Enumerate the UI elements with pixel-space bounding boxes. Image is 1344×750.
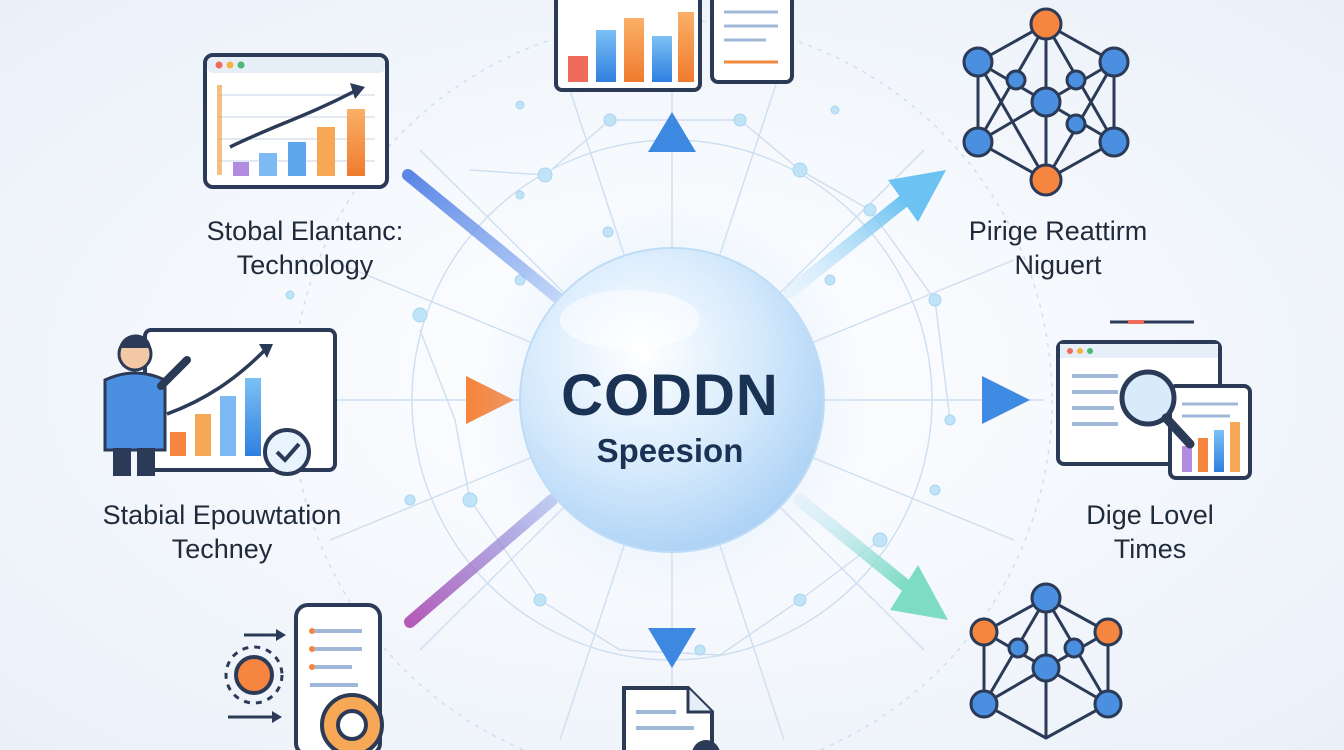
- node-label-mid-left: Stabial Epouwtation Techney: [80, 498, 364, 566]
- node-label-line: Stobal Elantanc:: [206, 216, 404, 246]
- node-label-line: Stabial Epouwtation: [102, 500, 342, 530]
- hub-title: CODDN: [561, 363, 779, 428]
- node-label-line: Dige Lovel: [1086, 500, 1214, 530]
- hub-subtitle: Speesion: [596, 432, 744, 469]
- presenter-chart-icon: [103, 328, 337, 476]
- arrow-up-head: [648, 112, 696, 152]
- network-graph-icon: [962, 7, 1130, 197]
- document-icon: [622, 686, 720, 750]
- node-label-mid-right: Dige Lovel Times: [1060, 498, 1240, 566]
- arrow-southeast-head: [890, 565, 948, 620]
- node-label-line: Pirige Reattirm: [968, 216, 1148, 246]
- node-label-line: Techney: [171, 534, 273, 564]
- node-label-line: Technology: [236, 250, 374, 280]
- arrow-right-head: [982, 376, 1030, 424]
- arrow-northeast-head: [888, 170, 946, 222]
- bar-chart-document-icon: [554, 0, 794, 92]
- network-graph-icon: [969, 582, 1123, 740]
- central-hub: [472, 200, 872, 600]
- node-label-line: Niguert: [1014, 250, 1102, 280]
- node-label-line: Times: [1113, 534, 1187, 564]
- arrow-down-head: [648, 628, 696, 668]
- analytics-dashboard-icon: [203, 53, 389, 189]
- node-label-top-left: Stobal Elantanc: Technology: [180, 214, 430, 282]
- mobile-settings-icon: [224, 603, 384, 750]
- node-label-top-right: Pirige Reattirm Niguert: [940, 214, 1176, 282]
- search-report-icon: [1056, 320, 1252, 480]
